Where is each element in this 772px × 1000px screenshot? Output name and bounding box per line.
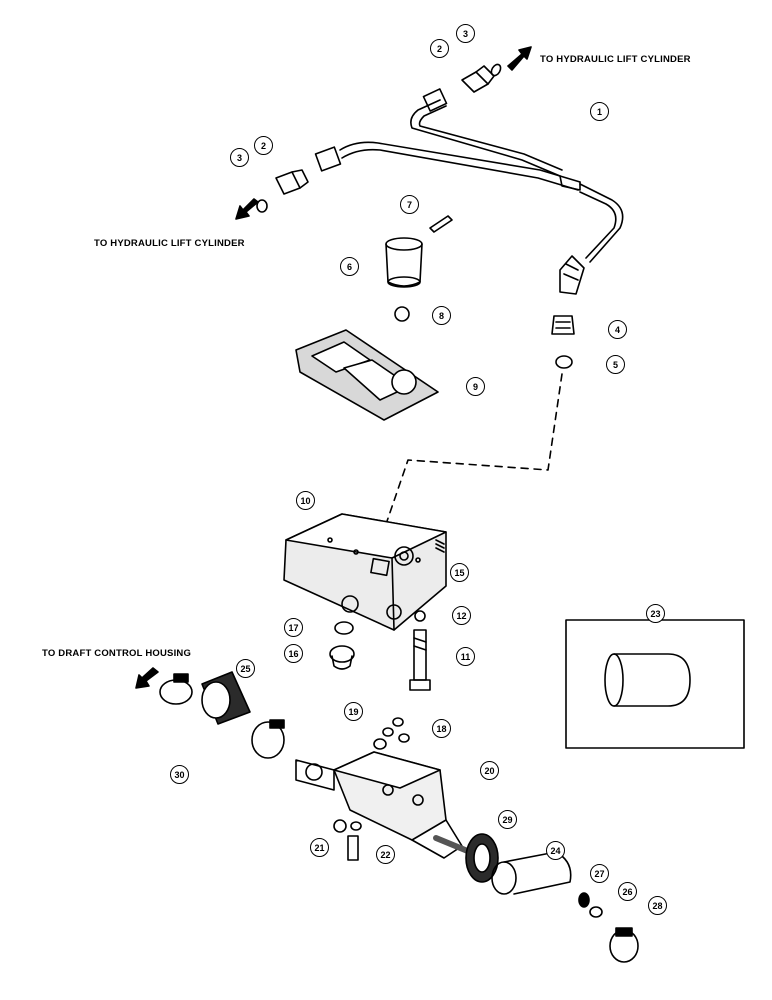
callout-29: 25 [236, 659, 255, 678]
cotter-pin-7 [429, 215, 453, 233]
inset-panel-23 [565, 619, 745, 749]
callout-23: 23 [646, 604, 665, 623]
washer-26 [578, 892, 590, 908]
fitting-left [275, 169, 309, 195]
label-lift-cylinder-left: TO HYDRAULIC LIFT CYLINDER [94, 238, 245, 249]
sleeve-6 [385, 237, 423, 288]
callout-10: 10 [296, 491, 315, 510]
o-ring-18a [392, 717, 404, 727]
ball-8 [394, 306, 410, 322]
clamp-30-upper [159, 679, 193, 705]
callout-15: 15 [450, 563, 469, 582]
callout-28: 29 [498, 810, 517, 829]
callout-2-upper: 2 [430, 39, 449, 58]
o-ring-left [256, 199, 268, 213]
arrow-up-right-icon [507, 46, 532, 71]
label-lift-cylinder-top: TO HYDRAULIC LIFT CYLINDER [540, 54, 691, 65]
control-valve-20 [295, 751, 473, 859]
hydraulic-tube-assembly [314, 88, 624, 295]
fitting-4 [551, 315, 575, 335]
bushing-29 [201, 671, 251, 725]
clip-12 [414, 610, 426, 622]
callout-21: 21 [310, 838, 329, 857]
callout-2-left: 2 [254, 136, 273, 155]
arrow-down-left-icon [235, 198, 259, 220]
callout-19: 19 [344, 702, 363, 721]
washer-22 [350, 821, 362, 831]
callout-11: 11 [456, 647, 475, 666]
callout-1: 1 [590, 102, 609, 121]
callout-17: 17 [284, 618, 303, 637]
o-ring-19 [373, 738, 387, 750]
callout-9: 9 [466, 377, 485, 396]
callout-20: 20 [480, 761, 499, 780]
callout-26: 27 [590, 864, 609, 883]
label-draft-control-housing: TO DRAFT CONTROL HOUSING [42, 648, 192, 659]
callout-22: 22 [376, 845, 395, 864]
callout-7: 7 [400, 195, 419, 214]
callout-24: 24 [546, 841, 565, 860]
dashed-connector [383, 373, 563, 531]
seal-28 [465, 833, 499, 883]
callout-6: 6 [340, 257, 359, 276]
o-ring-upper [490, 63, 502, 77]
washer-17 [334, 621, 354, 635]
callout-3-left: 3 [230, 148, 249, 167]
spring-15 [435, 539, 445, 553]
o-ring-18b [382, 727, 394, 737]
seal-5 [555, 355, 573, 369]
o-ring-18c [398, 733, 410, 743]
callout-16: 16 [284, 644, 303, 663]
clamp-30-lower [251, 721, 285, 759]
fitting-25 [589, 906, 603, 918]
callout-4: 4 [608, 320, 627, 339]
arrow-up-left-icon [135, 667, 159, 689]
bolt-21 [347, 835, 359, 861]
callout-12: 12 [452, 606, 471, 625]
gasket-9 [295, 329, 439, 421]
callout-18: 18 [432, 719, 451, 738]
valve-body-10 [283, 513, 447, 631]
callout-30: 30 [170, 765, 189, 784]
plug-16 [329, 645, 355, 670]
callout-25: 26 [618, 882, 637, 901]
callout-3-upper: 3 [456, 24, 475, 43]
callout-8: 8 [432, 306, 451, 325]
fitting-upper [461, 65, 495, 93]
bolt-11 [409, 629, 431, 691]
callout-27: 28 [648, 896, 667, 915]
callout-5: 5 [606, 355, 625, 374]
